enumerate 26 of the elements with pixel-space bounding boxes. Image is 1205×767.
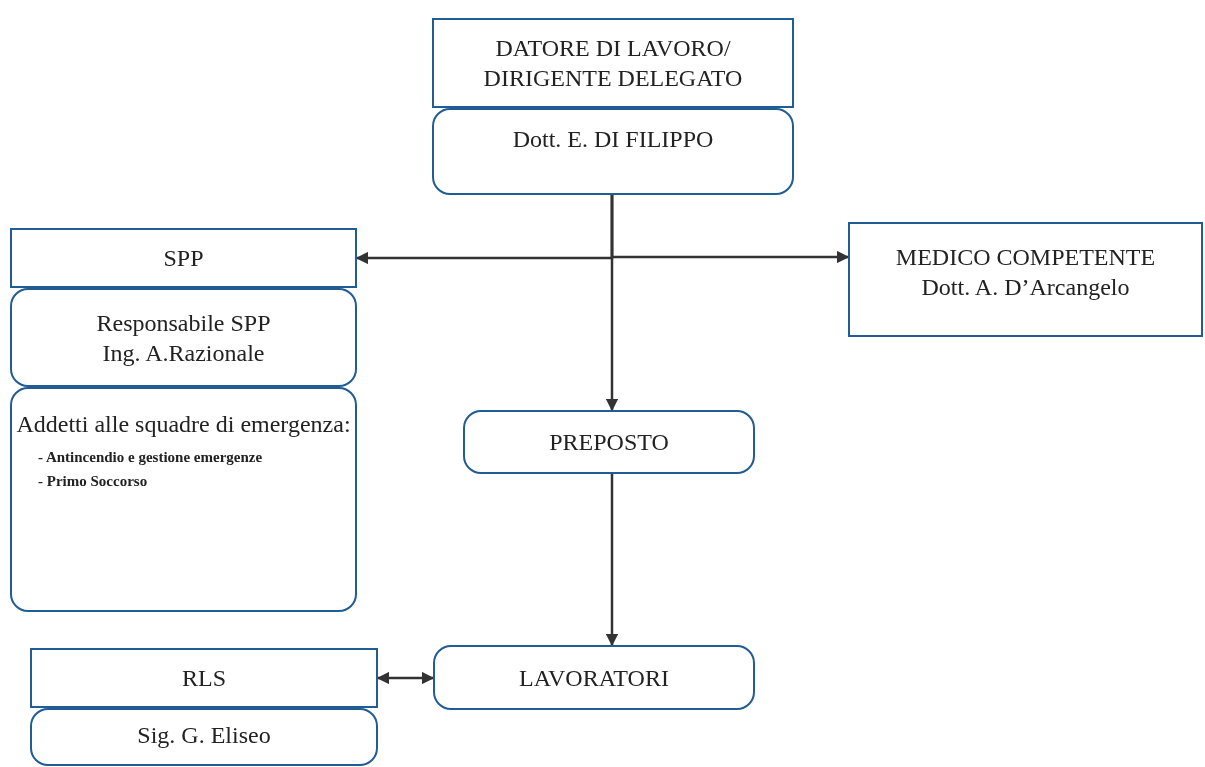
node-title: Sig. G. Eliseo	[137, 721, 271, 750]
role-box	[433, 645, 755, 710]
role-box	[848, 222, 1203, 337]
title-box	[10, 228, 357, 288]
node-text: Ing. A.Razionale	[102, 338, 265, 368]
node-title: Dott. E. DI FILIPPO	[512, 125, 714, 154]
name-box	[10, 288, 357, 387]
list-item: - Primo Soccorso	[38, 472, 148, 491]
team-box	[10, 387, 357, 612]
arrow	[605, 195, 619, 412]
node-title: PREPOSTO	[549, 428, 669, 457]
list-item: - Antincendio e gestione emergenze	[38, 448, 263, 467]
node-title: Responsabile SPP	[96, 308, 271, 338]
node-title: Addetti alle squadre di emergenza:	[16, 410, 351, 439]
node-title: LAVORATORI	[519, 663, 669, 693]
name-box	[30, 708, 378, 766]
node-title: DATORE DI LAVORO/ DIRIGENTE DELEGATO	[482, 34, 744, 93]
node-text: Dott. A. D’Arcangelo	[921, 273, 1130, 302]
arrow	[605, 474, 619, 647]
name-box	[432, 108, 794, 195]
node-title: RLS	[182, 664, 226, 693]
node-title: MEDICO COMPETENTE	[895, 243, 1156, 272]
title-box	[30, 648, 378, 708]
title-box	[432, 18, 794, 108]
role-box	[463, 410, 755, 474]
node-title: SPP	[163, 244, 204, 273]
